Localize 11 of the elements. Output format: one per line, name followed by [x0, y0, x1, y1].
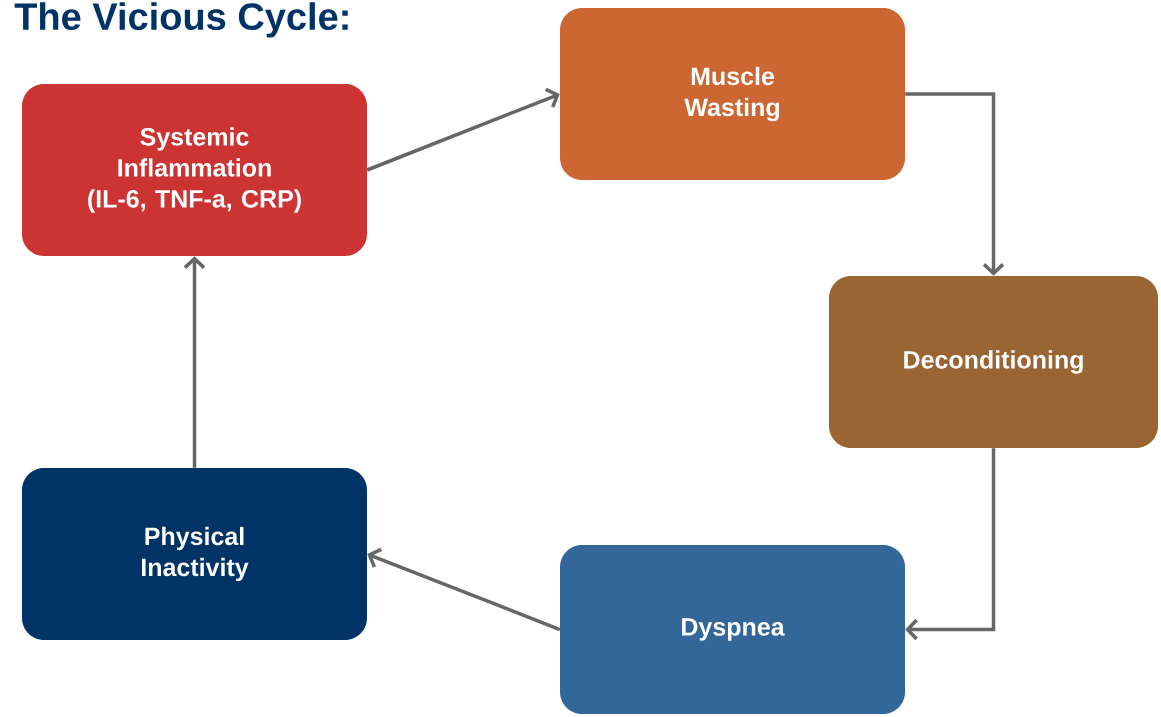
process-box: Deconditioning [829, 276, 1158, 448]
arrow [905, 92, 1005, 276]
arrow [905, 448, 996, 641]
process-box: Muscle Wasting [560, 8, 905, 180]
arrow [183, 256, 206, 468]
arrow [366, 87, 560, 172]
title: The Vicious Cycle: [14, 2, 348, 38]
process-box: Systemic Inflammation (IL-6, TNF-a, CRP) [22, 84, 367, 256]
process-box: Dyspnea [560, 545, 905, 714]
process-box: Physical Inactivity [22, 468, 367, 640]
arrow [367, 547, 561, 632]
